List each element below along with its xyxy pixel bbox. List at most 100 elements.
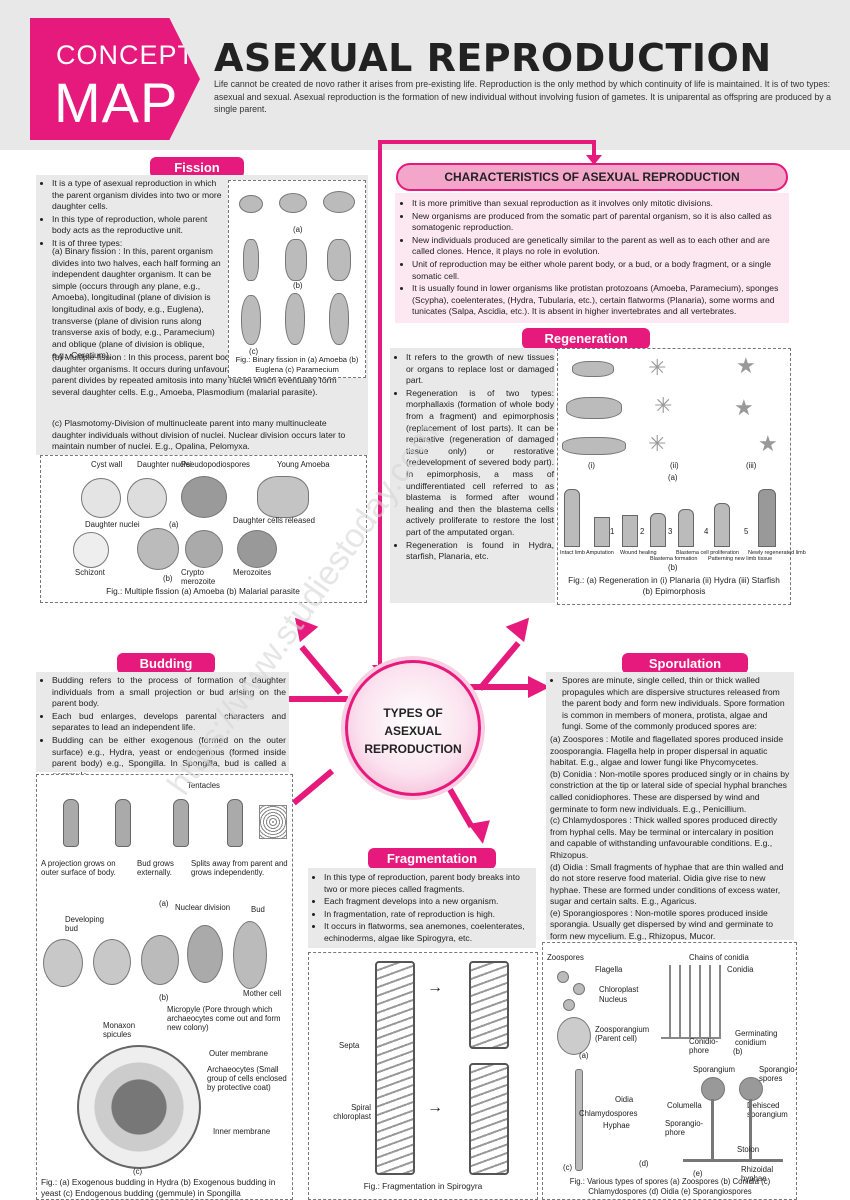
figure-label: (b) [293, 281, 303, 290]
yeast-icon [93, 939, 131, 985]
list-item: Budding refers to the process of formati… [52, 675, 286, 710]
figure-label: Splits away from parent and grows indepe… [191, 859, 288, 877]
characteristics-text: It is more primitive than sexual reprodu… [400, 198, 785, 319]
figure-label: Archaeocytes (Small group of cells enclo… [207, 1065, 287, 1092]
binary-fission-figure: (a) (b) (c) Fig.: Binary fission in (a) … [228, 180, 366, 378]
regeneration-panel [390, 348, 555, 603]
figure-caption: Fig.: Binary fission in (a) Amoeba (b) E… [235, 355, 359, 374]
stage-number: 3 [668, 527, 673, 536]
merozoite-icon [185, 530, 223, 568]
stolon-icon [683, 1159, 783, 1162]
penicillium-icon [661, 965, 721, 1039]
figure-label: A projection grows on outer surface of b… [41, 859, 116, 877]
budding-text: Budding refers to the process of formati… [40, 675, 286, 782]
figure-label: Dehisced sporangium [747, 1101, 788, 1119]
euglena-icon [327, 239, 351, 281]
figure-label: (a) [668, 473, 678, 482]
figure-label: Germinating conidium [735, 1029, 778, 1047]
tab-regeneration: Regeneration [522, 328, 650, 349]
figure-label: Conidia [727, 965, 754, 974]
spirogyra-fragment-icon [469, 961, 509, 1049]
arrow-right-icon: → [427, 979, 443, 996]
figure-label: (b) [668, 563, 678, 572]
plasmotomy-text: (c) Plasmotomy-Division of multinucleate… [52, 418, 346, 452]
sporulation-figure: Zoospores Flagella Chloroplast Nucleus Z… [542, 942, 797, 1200]
center-circle: TYPES OF ASEXUAL REPRODUCTION [345, 660, 481, 796]
limb-icon [758, 489, 776, 547]
figure-label: (a) [159, 899, 169, 908]
zoosporangium-icon [557, 1017, 591, 1055]
fragmentation-text: In this type of reproduction, parent bod… [312, 872, 534, 946]
figure-label: (b) [163, 574, 173, 583]
figure-label: Cyst wall [91, 460, 123, 469]
hydra-icon: ✳ [654, 393, 673, 418]
starfish-icon: ★ [734, 395, 754, 420]
list-item: It occurs in flatworms, sea anemones, co… [324, 921, 534, 944]
list-item: New organisms are produced from the soma… [412, 211, 785, 234]
spore-type-item: (c) Chlamydospores : Thick walled spores… [550, 815, 778, 860]
figure-label: Nuclear division [175, 903, 231, 912]
page-title: ASEXUAL REPRODUCTION [214, 36, 772, 80]
figure-label: Pseudopodiospores [181, 460, 250, 469]
spore-type-item: (b) Conidia : Non-motile spores produced… [550, 768, 790, 814]
stage-number: 1 [610, 527, 615, 536]
sporulation-panel [546, 672, 794, 940]
figure-label: (b) [733, 1047, 743, 1056]
starfish-icon: ★ [736, 353, 756, 378]
figure-label: (a) [579, 1051, 589, 1060]
figure-label: (e) [693, 1169, 703, 1178]
euglena-icon [285, 239, 307, 281]
badge-top-text: CONCEPT [56, 40, 196, 70]
schizont-icon [137, 528, 179, 570]
limb-icon [678, 509, 694, 547]
zoospore-icon [557, 971, 569, 983]
tab-fission: Fission [150, 157, 244, 178]
list-item: It refers to the growth of new tissues o… [406, 352, 554, 387]
cyst-icon [81, 478, 121, 518]
figure-label: Daughter cells released [233, 516, 315, 525]
figure-label: (c) [249, 347, 259, 356]
sporangium-icon [739, 1077, 763, 1101]
connector-lower-left [291, 768, 335, 806]
limb-icon [650, 513, 666, 547]
limb-icon [622, 515, 638, 547]
budding-figure: Tentacles A projection grows on outer su… [36, 774, 293, 1200]
pseudopodiospores-icon [181, 476, 227, 518]
figure-label: Schizont [75, 568, 105, 577]
planaria-icon [566, 397, 622, 419]
figure-label: Outer membrane [209, 1049, 268, 1058]
figure-caption: Fig.: (a) Exogenous budding in Hydra (b)… [41, 1177, 276, 1198]
paramecium-icon [241, 295, 261, 345]
sporangiophore-icon [749, 1099, 752, 1159]
hydra-icon [115, 799, 131, 847]
figure-label: Inner membrane [213, 1127, 271, 1136]
planaria-icon [562, 437, 626, 455]
stage-number: 4 [704, 527, 709, 536]
figure-label: Developing bud [65, 915, 105, 933]
amoeba-icon [323, 191, 355, 213]
figure-label: (iii) [746, 461, 757, 470]
center-line-1: TYPES OF [383, 706, 443, 720]
starfish-icon: ★ [758, 431, 778, 456]
figure-label: Flagella [595, 965, 623, 974]
characteristics-title: CHARACTERISTICS OF ASEXUAL REPRODUCTION [396, 163, 788, 191]
connector-left [278, 696, 348, 702]
sporulation-text: Spores are minute, single celled, thin o… [550, 675, 790, 943]
figure-label: Stolon [737, 1145, 760, 1154]
list-item: New individuals produced are genetically… [412, 235, 785, 258]
figure-label: Bud grows externally. [137, 859, 174, 877]
stage-label: Patterning new limb tissue [708, 556, 773, 562]
connector-vertical [378, 140, 382, 670]
spirogyra-fragment-icon [469, 1063, 509, 1175]
connector-right [470, 684, 530, 690]
yeast-icon [233, 921, 267, 989]
list-item: Each fragment develops into a new organi… [324, 896, 534, 908]
arrow-right-icon: → [427, 1099, 443, 1116]
figure-label: Chains of conidia [689, 953, 749, 962]
amoeba-icon [279, 193, 307, 213]
gemmule-icon [77, 1045, 201, 1169]
center-line-2: ASEXUAL [384, 724, 442, 738]
figure-label: (b) [159, 993, 169, 1002]
figure-label: Chloroplast [599, 985, 639, 994]
tab-budding: Budding [117, 653, 215, 674]
